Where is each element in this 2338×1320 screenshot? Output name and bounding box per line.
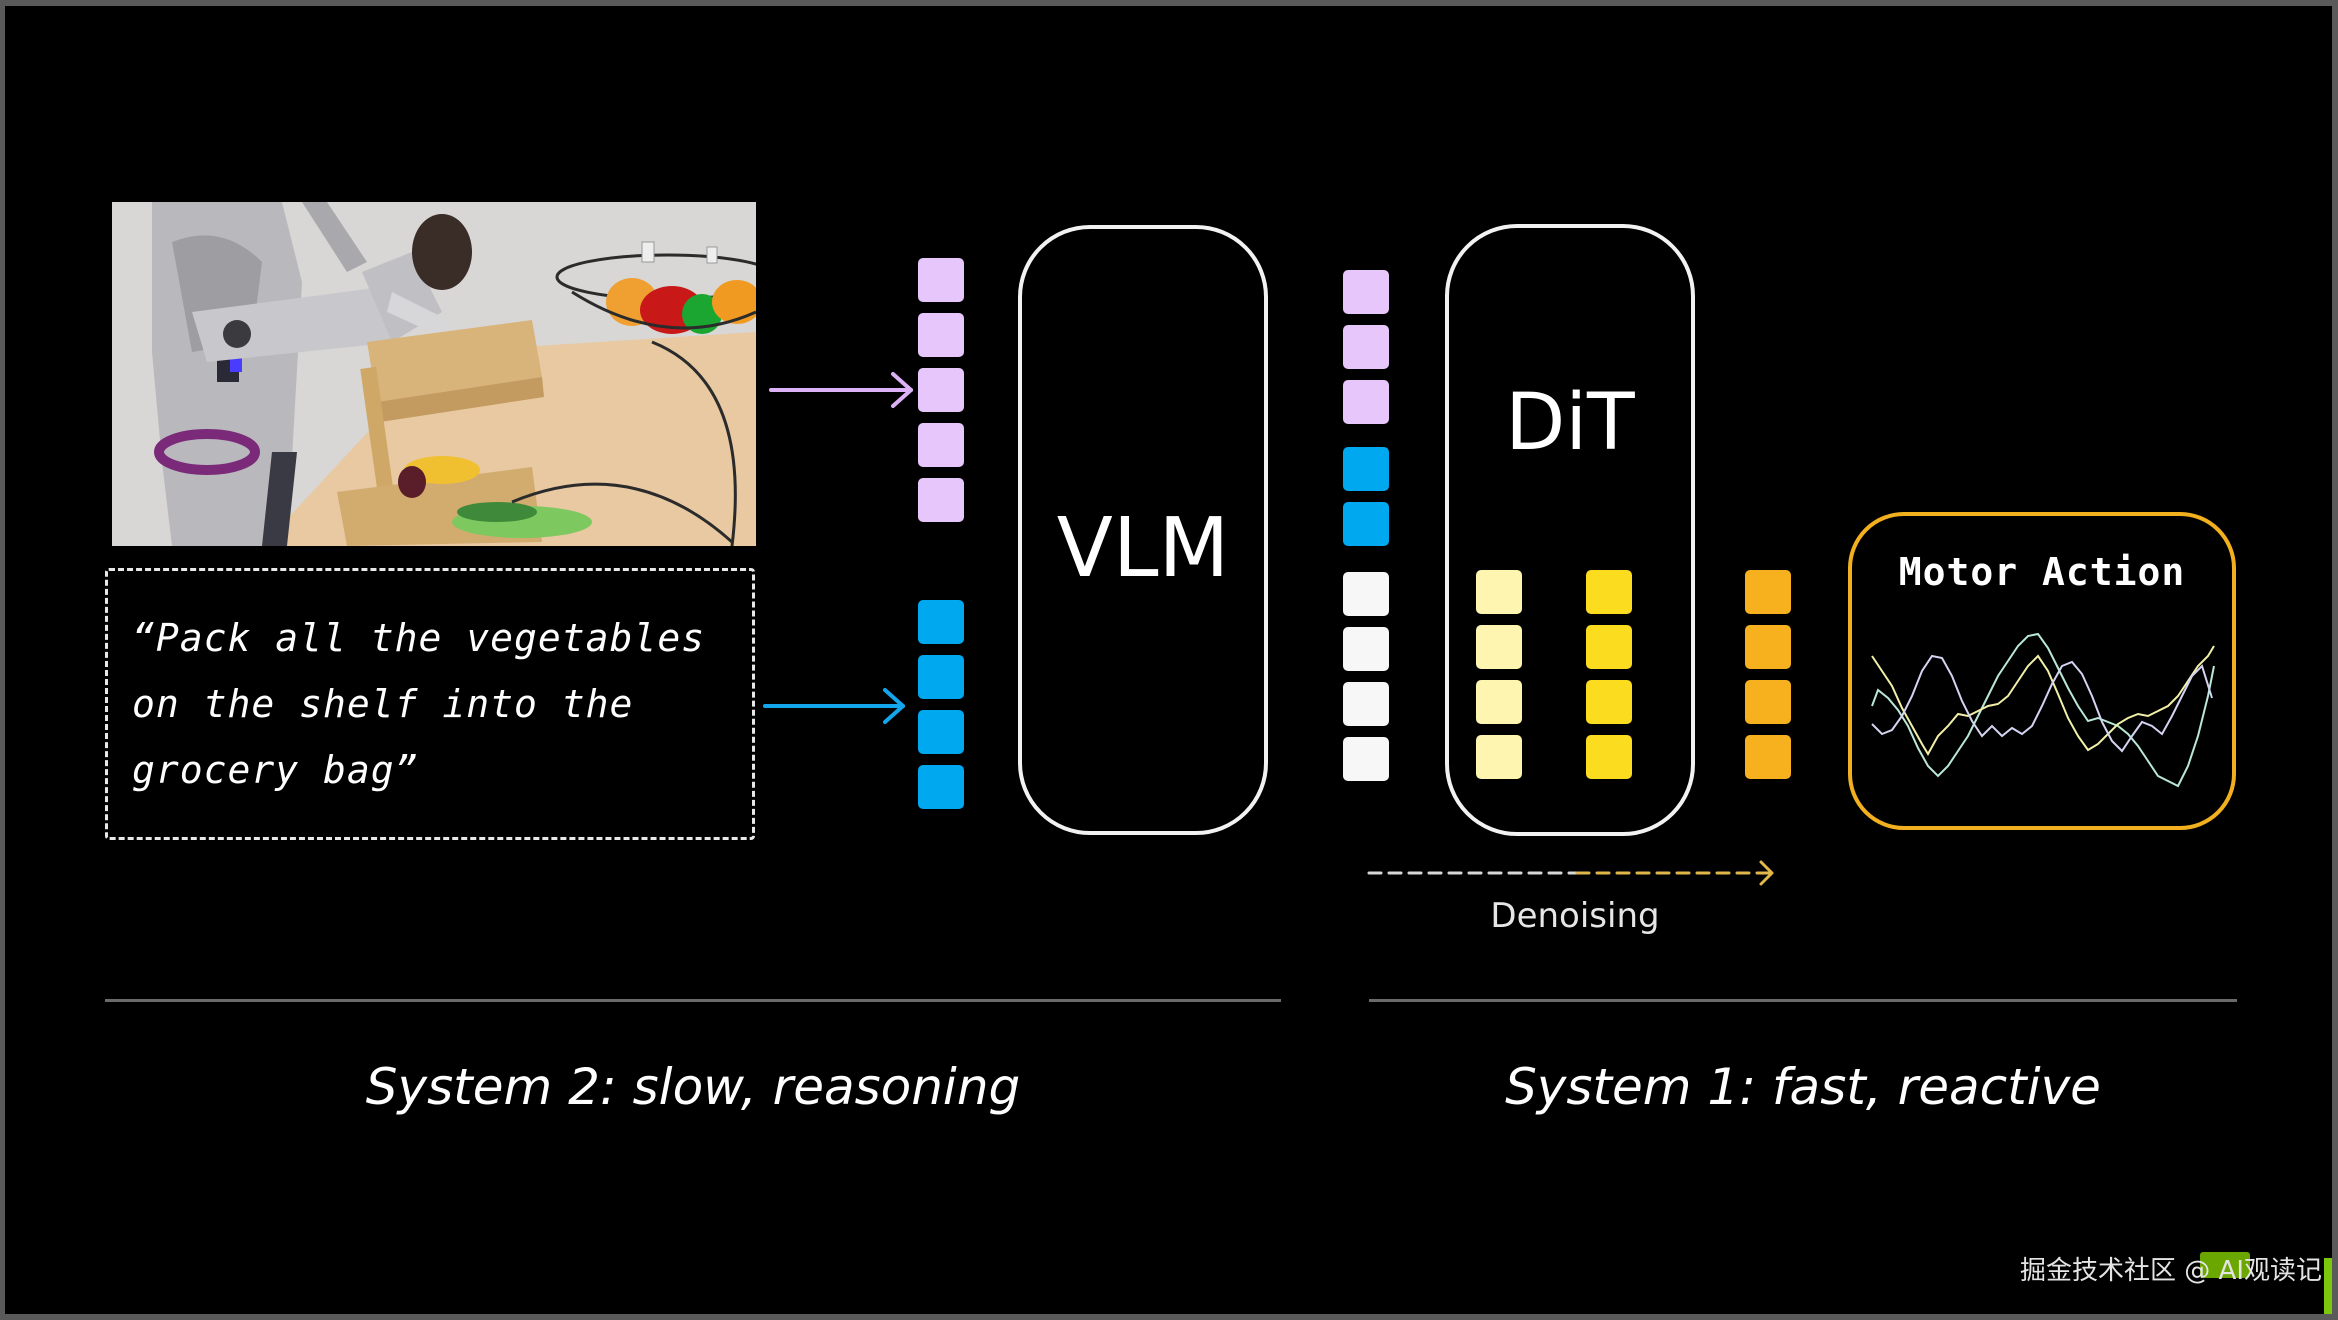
robot-photo: [112, 202, 756, 546]
vision-token: [918, 423, 964, 467]
vision-token: [918, 313, 964, 357]
language-arrow-icon: [763, 688, 905, 724]
noise-token: [1343, 627, 1389, 671]
vision-token: [1343, 380, 1389, 424]
slide: “Pack all the vegetables on the shelf in…: [5, 6, 2332, 1314]
motor-trajectory-plot: [1871, 632, 2215, 788]
vision-token: [918, 368, 964, 412]
outlet-icon: [641, 241, 655, 263]
denoising-label: Denoising: [1490, 896, 1660, 936]
robot-icon: [152, 202, 452, 546]
noise-token: [1343, 572, 1389, 616]
motor-action-title: Motor Action: [1898, 550, 2186, 594]
nvidia-logo-icon: [2200, 1252, 2250, 1278]
partially-denoised-action-token: [1476, 570, 1522, 614]
noise-token: [1343, 682, 1389, 726]
language-token: [918, 765, 964, 809]
system2-label: System 2: slow, reasoning: [365, 1058, 1021, 1116]
system1-label: System 1: fast, reactive: [1505, 1058, 2101, 1116]
dit-block: DiT: [1445, 224, 1695, 836]
output-action-token: [1745, 570, 1791, 614]
system1-divider: [1369, 999, 2237, 1002]
vlm-block: VLM: [1018, 225, 1268, 835]
language-token: [1343, 502, 1389, 546]
instruction-text-box: “Pack all the vegetables on the shelf in…: [105, 568, 755, 840]
watermark-text: 掘金技术社区 @ AI观读记: [2020, 1256, 2322, 1286]
denoised-action-token: [1586, 570, 1632, 614]
system2-divider: [105, 999, 1281, 1002]
output-action-token: [1745, 735, 1791, 779]
partially-denoised-action-token: [1476, 625, 1522, 669]
fruit-basket-icon: [511, 253, 756, 546]
language-token: [918, 600, 964, 644]
brush-icon: [412, 214, 472, 290]
language-token: [1343, 447, 1389, 491]
vision-token: [1343, 325, 1389, 369]
partially-denoised-action-token: [1476, 735, 1522, 779]
language-token: [918, 710, 964, 754]
robot-scene-illustration: [112, 202, 756, 546]
trajectory-line-3: [1871, 654, 2213, 753]
trajectory-line-1: [1871, 632, 2215, 788]
instruction-text: “Pack all the vegetables on the shelf in…: [132, 616, 706, 792]
vision-token: [918, 478, 964, 522]
denoised-action-token: [1586, 680, 1632, 724]
vlm-label: VLM: [1056, 501, 1230, 596]
denoised-action-token: [1586, 735, 1632, 779]
output-action-token: [1745, 625, 1791, 669]
dit-label: DiT: [1505, 378, 1635, 468]
motor-action-box: Motor Action: [1848, 512, 2236, 830]
language-token: [918, 655, 964, 699]
partially-denoised-action-token: [1476, 680, 1522, 724]
flow-arrows: [763, 372, 1774, 886]
nvidia-green-bar: [2324, 1258, 2332, 1314]
vision-arrow-icon: [769, 372, 913, 408]
vision-token: [1343, 270, 1389, 314]
eggplant-icon: [398, 466, 426, 498]
vision-token: [918, 258, 964, 302]
output-action-token: [1745, 680, 1791, 724]
trajectory-line-2: [1871, 645, 2215, 756]
noise-token: [1343, 737, 1389, 781]
denoised-action-token: [1586, 625, 1632, 669]
denoising-arrow-icon: [1367, 860, 1774, 886]
